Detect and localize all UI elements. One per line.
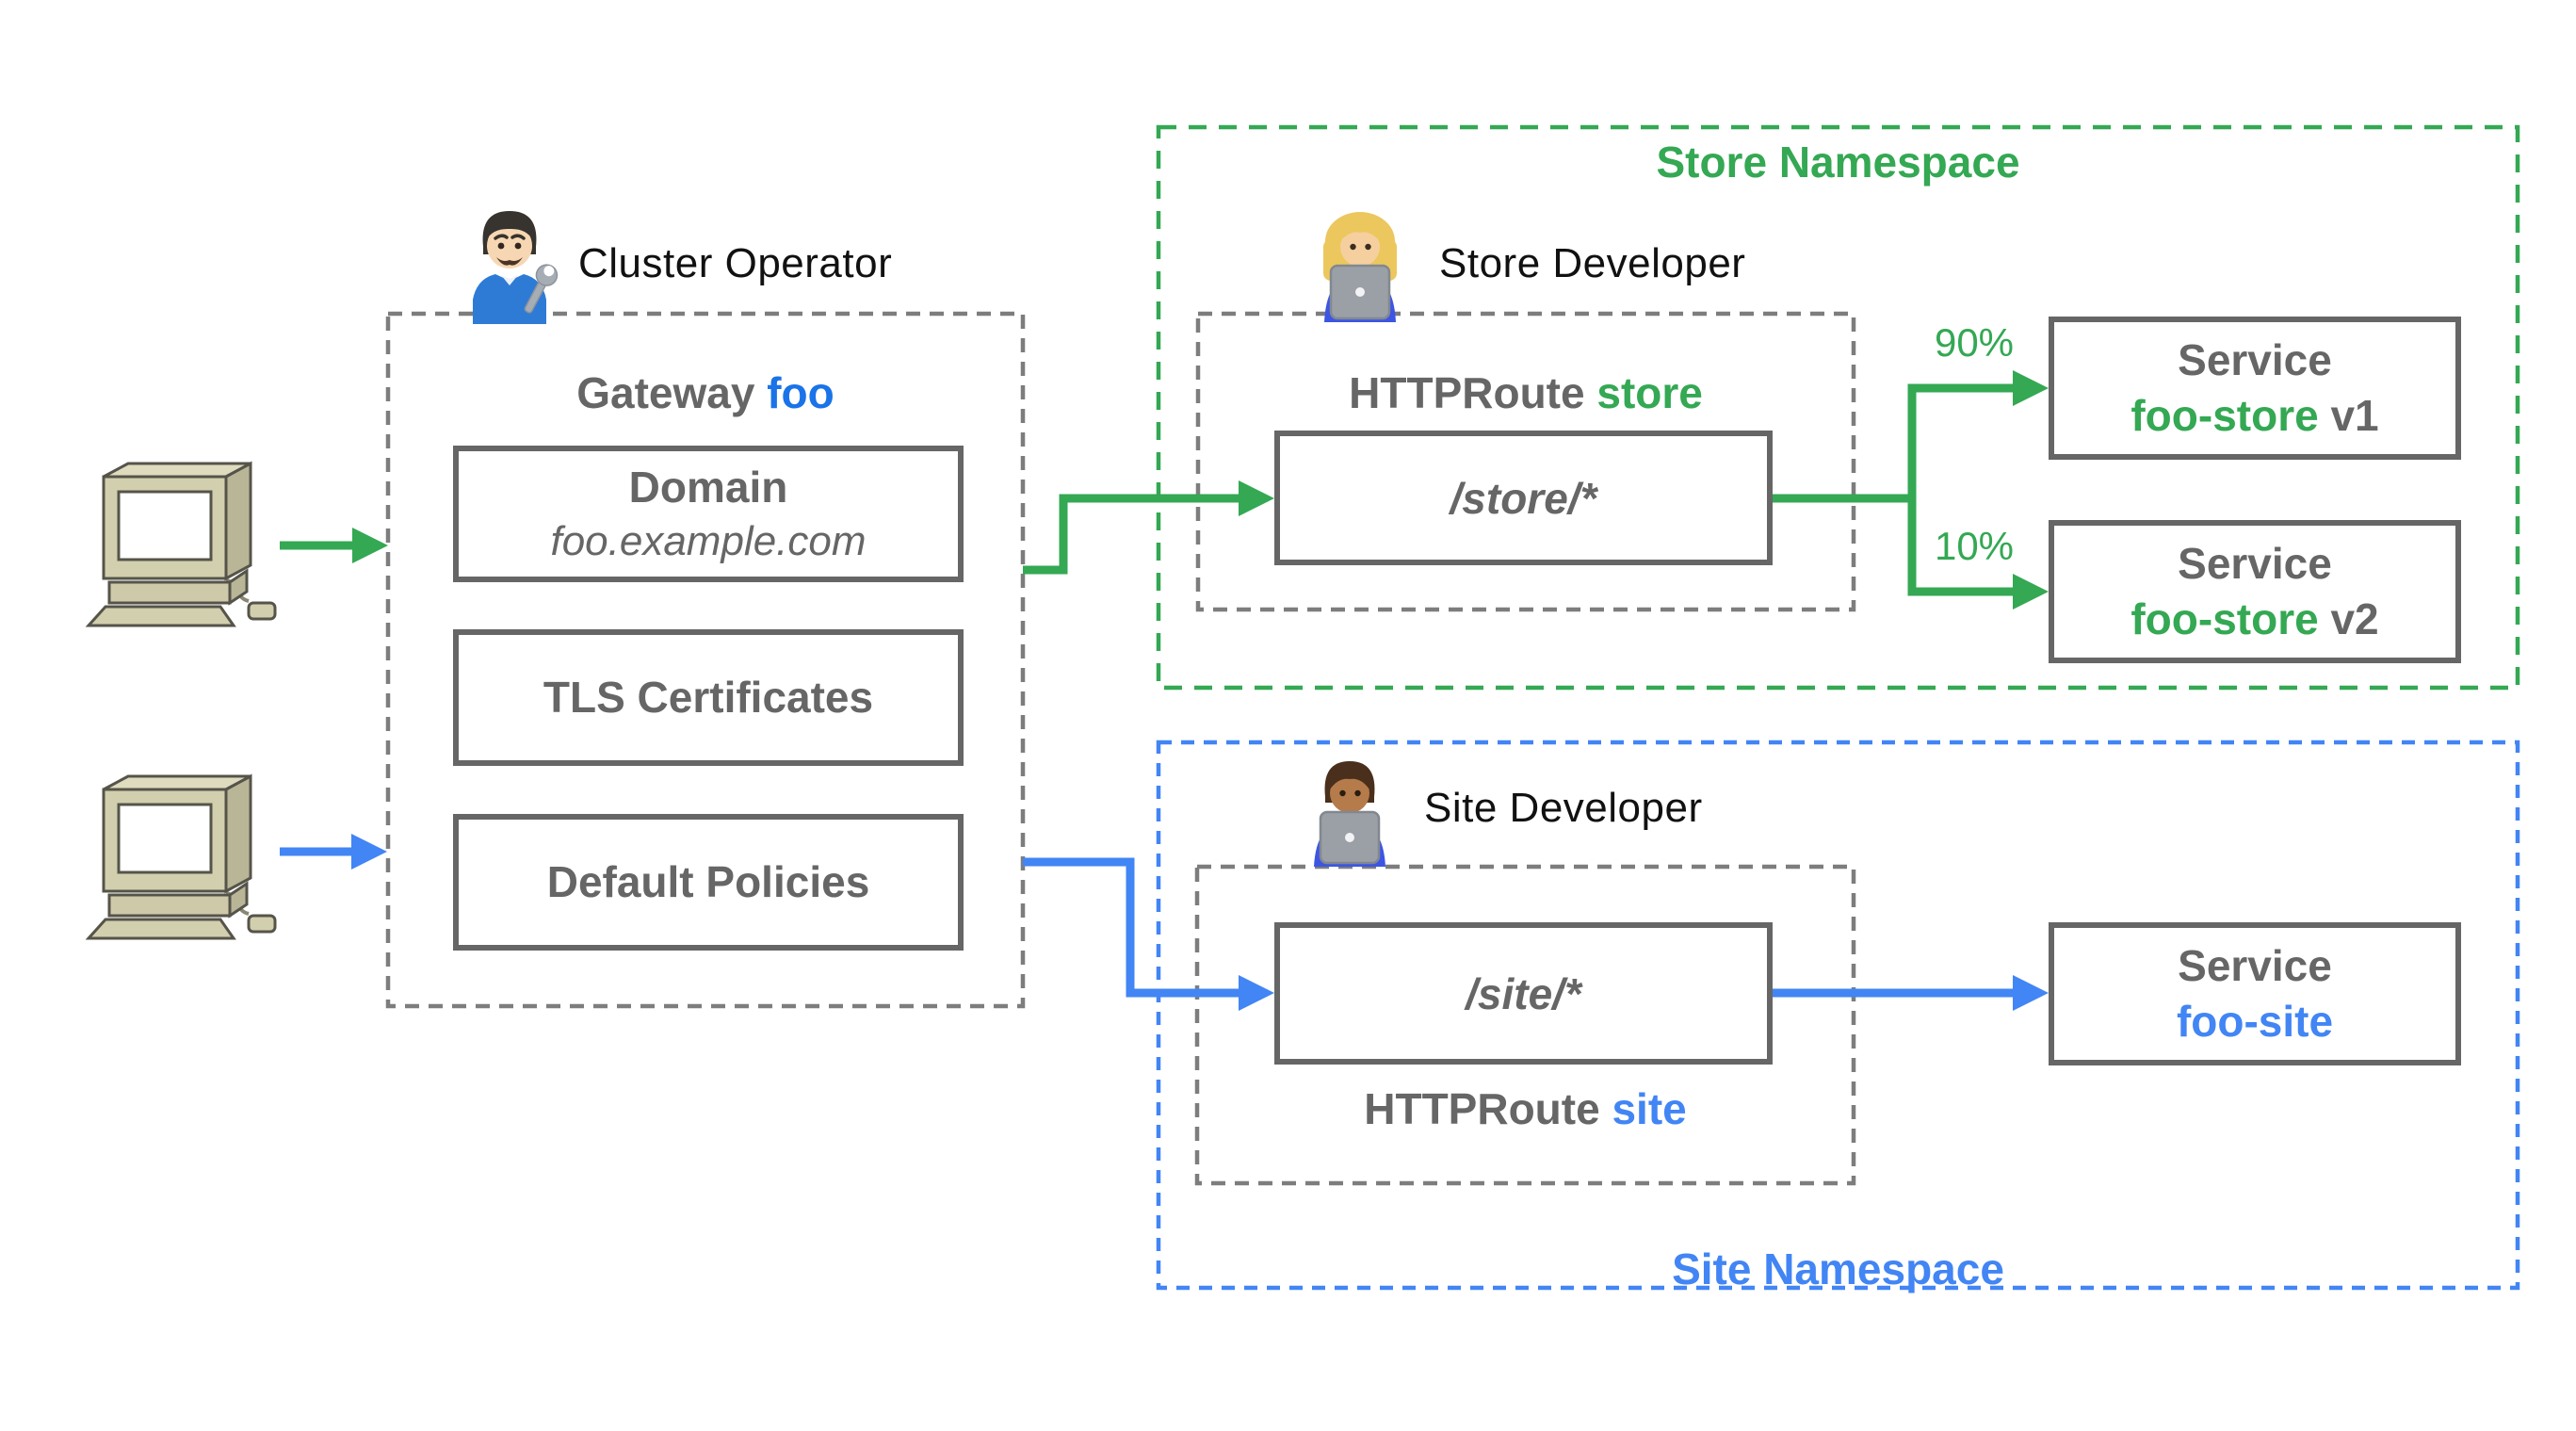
service-v1-label: Service	[2178, 335, 2332, 385]
site-path-label: /site/*	[1466, 968, 1581, 1018]
service-foo-site-name: foo-site	[2176, 997, 2334, 1046]
service-v2-name: foo-store	[2130, 594, 2319, 643]
gateway-title-prefix: Gateway	[576, 368, 768, 417]
gateway-to-site-route-connector	[1023, 857, 1274, 1011]
service-v2-name-line: foo-store v2	[2130, 595, 2378, 643]
domain-label: Domain	[628, 463, 788, 512]
service-v1-name-line: foo-store v1	[2130, 392, 2378, 440]
service-foo-store-v1-box: Service foo-store v1	[2049, 317, 2461, 460]
store-route-group-border	[1195, 311, 1856, 612]
domain-value: foo.example.com	[550, 517, 867, 564]
weight-v2-label: 10%	[1934, 524, 2015, 568]
gateway-title-accent: foo	[767, 368, 834, 417]
site-route-title: HTTPRoute site	[1197, 1083, 1854, 1134]
site-developer-label: Site Developer	[1424, 785, 1703, 831]
route-to-v2-arrowhead	[2013, 574, 2049, 610]
store-developer-label: Store Developer	[1439, 240, 1746, 286]
store-namespace-title: Store Namespace	[1656, 138, 2020, 187]
store-route-title: HTTPRoute store	[1198, 367, 1854, 418]
client1-to-gateway-arrow	[280, 528, 388, 563]
client2-to-gateway-arrow	[280, 834, 387, 870]
gateway-title: Gateway foo	[388, 367, 1023, 418]
site-namespace-border	[1156, 740, 2520, 1291]
route-to-v1-arrowhead	[2013, 370, 2049, 406]
gateway-group-border	[385, 311, 1026, 1009]
woman-technologist-emoji	[1323, 212, 1397, 322]
default-policies-label: Default Policies	[546, 857, 870, 907]
man-technologist-emoji	[1314, 761, 1385, 867]
service-v1-suffix: v1	[2318, 391, 2379, 440]
gateway-to-store-route-connector	[1023, 480, 1274, 575]
site-route-title-accent: site	[1612, 1084, 1687, 1133]
default-policies-box: Default Policies	[453, 814, 964, 951]
site-route-title-prefix: HTTPRoute	[1364, 1084, 1612, 1133]
domain-box: Domain foo.example.com	[453, 446, 964, 582]
tls-certificates-box: TLS Certificates	[453, 629, 964, 766]
store-path-label: /store/*	[1450, 473, 1597, 523]
store-route-title-prefix: HTTPRoute	[1349, 368, 1597, 417]
weight-v1-label: 90%	[1934, 320, 2015, 365]
store-route-title-accent: store	[1596, 368, 1703, 417]
retro-computer-icon	[85, 461, 277, 627]
service-foo-site-box: Service foo-site	[2049, 922, 2461, 1065]
service-v1-name: foo-store	[2130, 391, 2319, 440]
store-route-split-connector	[1773, 370, 2049, 610]
service-foo-site-label: Service	[2178, 941, 2332, 991]
store-namespace-border	[1156, 124, 2520, 691]
retro-computer-icon	[85, 773, 277, 940]
service-v2-suffix: v2	[2318, 594, 2379, 643]
service-v2-label: Service	[2178, 539, 2332, 589]
service-foo-store-v2-box: Service foo-store v2	[2049, 520, 2461, 663]
site-path-box: /site/*	[1274, 922, 1773, 1065]
man-mechanic-emoji	[473, 211, 559, 324]
store-path-box: /store/*	[1274, 431, 1773, 565]
site-namespace-title: Site Namespace	[1672, 1244, 2004, 1293]
tls-certificates-label: TLS Certificates	[543, 673, 874, 723]
site-route-group-border	[1194, 864, 1856, 1186]
site-route-to-service-arrow	[1773, 975, 2049, 1011]
cluster-operator-label: Cluster Operator	[578, 240, 893, 286]
